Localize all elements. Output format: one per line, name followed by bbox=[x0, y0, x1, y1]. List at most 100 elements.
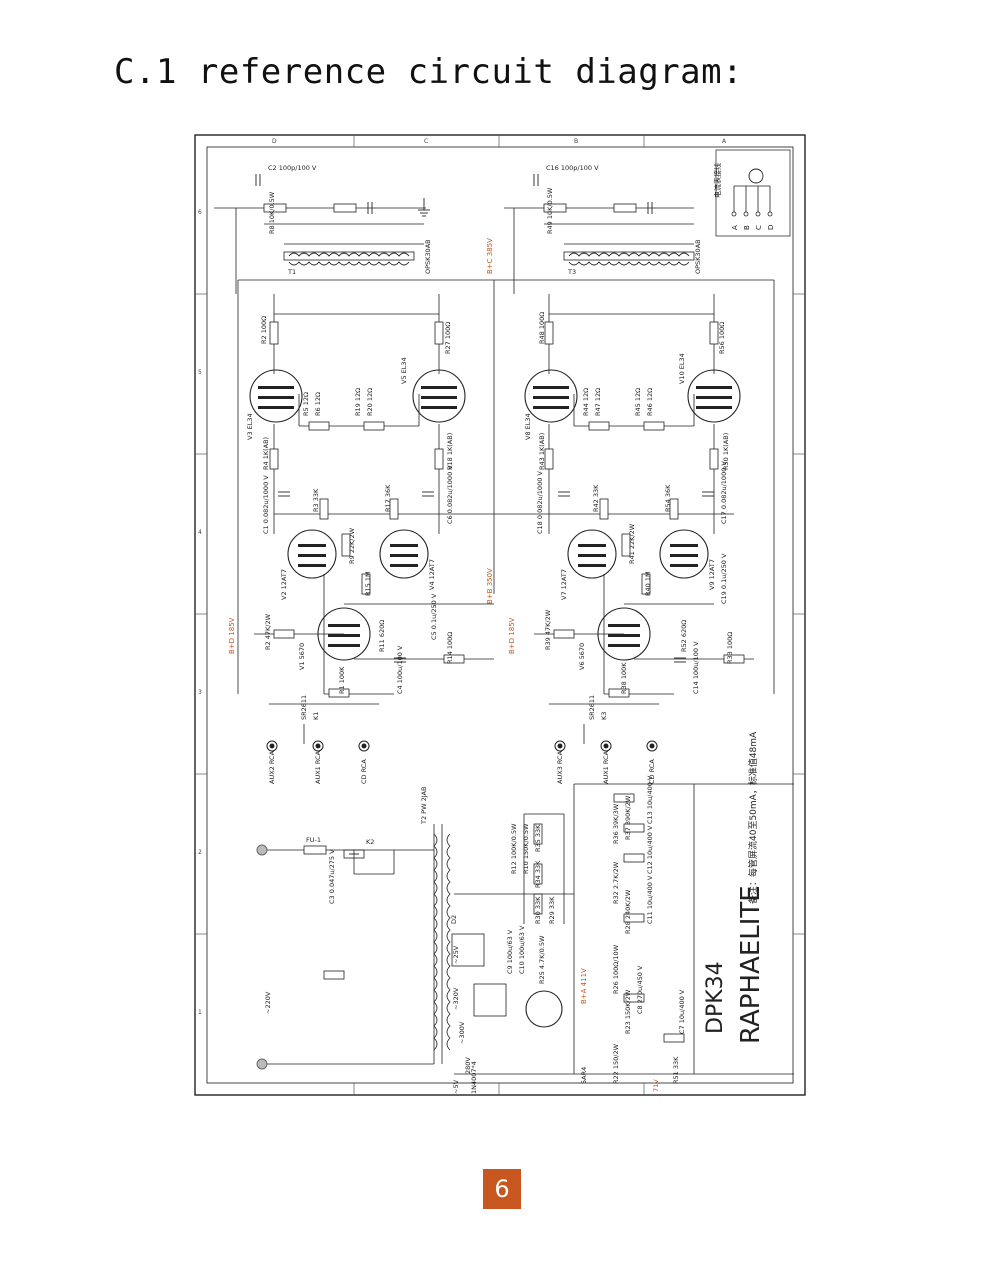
label-c7: C7 10u/400 V bbox=[678, 989, 686, 1034]
grid-label-b: B bbox=[574, 138, 578, 145]
label-r50: R50 1K(AB) bbox=[722, 433, 730, 470]
label-c2: C2 100p/100 V bbox=[268, 164, 317, 172]
tube-rectifier bbox=[525, 990, 563, 1028]
label-t-300: ~300V bbox=[458, 1021, 466, 1044]
label-v8: V8 EL34 bbox=[524, 413, 532, 440]
inner-frame bbox=[206, 146, 794, 1084]
label-c17: C17 0.082u/1000 V bbox=[720, 461, 728, 524]
tube-internals bbox=[258, 386, 732, 647]
label-r5: R5 12Ω bbox=[302, 392, 310, 416]
tube-v3 bbox=[249, 369, 303, 423]
label-cd-left: CD RCA bbox=[360, 759, 368, 784]
label-r27: R27 100Ω bbox=[444, 322, 452, 354]
label-r9: R9 22K/2W bbox=[348, 527, 356, 564]
label-t3: T3 bbox=[567, 268, 576, 276]
label-fu: FU-1 bbox=[306, 836, 321, 844]
grid-label-5: 5 bbox=[198, 369, 202, 376]
label-r18: R18 1K(AB) bbox=[446, 433, 454, 470]
title-note: 备注：每管屏流40至50mA，标准值48mA bbox=[747, 731, 759, 904]
tube-v2 bbox=[287, 529, 337, 579]
ground-icon bbox=[418, 198, 430, 217]
label-r20: R20 12Ω bbox=[366, 388, 374, 416]
label-aux2-left: AUX2 RCA bbox=[268, 750, 276, 784]
label-r28: R28 240K/2W bbox=[624, 889, 632, 934]
label-k3: K3 bbox=[600, 712, 608, 720]
label-c11: C11 10u/400 V bbox=[646, 875, 654, 924]
label-aux3-right: AUX3 RCA bbox=[556, 750, 564, 784]
tube-v9 bbox=[659, 529, 709, 579]
label-r30: R30 33K bbox=[534, 896, 542, 924]
label-voltage-bd-left: B+D 185V bbox=[228, 617, 236, 654]
label-k1: K1 bbox=[312, 712, 320, 720]
tube-v5 bbox=[412, 369, 466, 423]
label-r54: R54 36K bbox=[664, 484, 672, 512]
label-r34: R34 33K bbox=[534, 860, 542, 888]
label-v2: V2 12AT7 bbox=[280, 569, 288, 600]
resistors bbox=[263, 203, 745, 1043]
tubes bbox=[249, 369, 741, 1028]
label-v10: V10 EL34 bbox=[678, 353, 686, 384]
label-c19: C19 0.1u/250 V bbox=[720, 553, 728, 604]
label-r56: R56 100Ω bbox=[718, 322, 726, 354]
grid-label-2: 2 bbox=[198, 849, 202, 856]
label-c9: C9 100u/63 V bbox=[506, 929, 514, 974]
capacitors bbox=[255, 174, 714, 855]
label-t1: T1 bbox=[287, 268, 296, 276]
transformer-t3 bbox=[568, 252, 690, 266]
label-r39: R39 47K/2W bbox=[544, 609, 552, 650]
label-r33: R33 100Ω bbox=[726, 632, 734, 664]
label-r2: R2 100Ω bbox=[260, 316, 268, 344]
label-voltage-bc: B+C 385V bbox=[486, 238, 494, 274]
label-c12: C12 10u/400 V bbox=[646, 825, 654, 874]
label-r40: R40 1M bbox=[644, 571, 652, 596]
label-voltage-ba: B+A 411V bbox=[580, 968, 588, 1004]
label-c8: C8 270u/450 V bbox=[636, 965, 644, 1014]
meter-terminal-b: B bbox=[743, 225, 751, 230]
label-r23: R23 150K/2W bbox=[624, 989, 632, 1034]
label-v1: V1 5670 bbox=[298, 643, 306, 670]
label-r4: R4 1K(AB) bbox=[262, 437, 270, 470]
label-aux1-right: AUX1 RCA bbox=[602, 750, 610, 784]
meter-terminal-a: A bbox=[731, 225, 739, 230]
label-ot-left: OPSK30AB bbox=[424, 239, 432, 274]
label-aux1-left: AUX1 RCA bbox=[314, 750, 322, 784]
rca-aux1-right bbox=[600, 740, 612, 752]
tube-v7 bbox=[567, 529, 617, 579]
label-r6: R6 12Ω bbox=[314, 392, 322, 416]
label-diode: 1N4007*4 bbox=[470, 1061, 478, 1094]
transformer-t1 bbox=[288, 252, 410, 266]
label-c13: C13 10u/400 V bbox=[646, 775, 654, 824]
label-r1: R1 100K bbox=[338, 666, 346, 694]
label-r22: R22 150/2W bbox=[612, 1043, 620, 1084]
label-r41: R41 22K/2W bbox=[628, 523, 636, 564]
circuit-schematic: D C B A 1 2 3 4 5 6 电流表接线 A B C D bbox=[194, 134, 806, 1096]
label-r51: R51 33K bbox=[672, 1056, 680, 1084]
grid-label-4: 4 bbox=[198, 529, 202, 536]
mains-terminals bbox=[256, 844, 268, 1070]
grid-label-a: A bbox=[722, 138, 727, 145]
rca-aux3-right bbox=[554, 740, 566, 752]
label-r45: R45 12Ω bbox=[634, 388, 642, 416]
page-heading: C.1 reference circuit diagram: bbox=[114, 52, 744, 92]
label-v4: V4 12AT7 bbox=[428, 559, 436, 590]
grid-label-3: 3 bbox=[198, 689, 202, 696]
label-r32: R32 2.7K/2W bbox=[612, 861, 620, 904]
label-c10: C10 100u/63 V bbox=[518, 925, 526, 974]
label-r46: R46 12Ω bbox=[646, 388, 654, 416]
label-c6: C6 0.082u/1000 V bbox=[446, 465, 454, 524]
label-selector-right: SR2611 bbox=[588, 695, 596, 720]
label-r44: R44 12Ω bbox=[582, 388, 590, 416]
label-mains: ~220V bbox=[264, 991, 272, 1014]
tube-v4 bbox=[379, 529, 429, 579]
meter-icon bbox=[748, 168, 764, 184]
label-voltage-bb: B+B 350V bbox=[486, 568, 494, 604]
label-r48: R48 100Ω bbox=[538, 312, 546, 344]
label-r14: R14 100Ω bbox=[446, 632, 454, 664]
title-brand: RAPHAELITE bbox=[736, 885, 766, 1044]
rca-jacks bbox=[266, 740, 658, 752]
label-t-320: ~320V bbox=[452, 987, 460, 1010]
rca-cd-left bbox=[358, 740, 370, 752]
title-model: DPK34 bbox=[703, 961, 728, 1034]
label-v9: V9 12AT7 bbox=[708, 559, 716, 590]
label-t-280: 280V bbox=[464, 1057, 472, 1074]
